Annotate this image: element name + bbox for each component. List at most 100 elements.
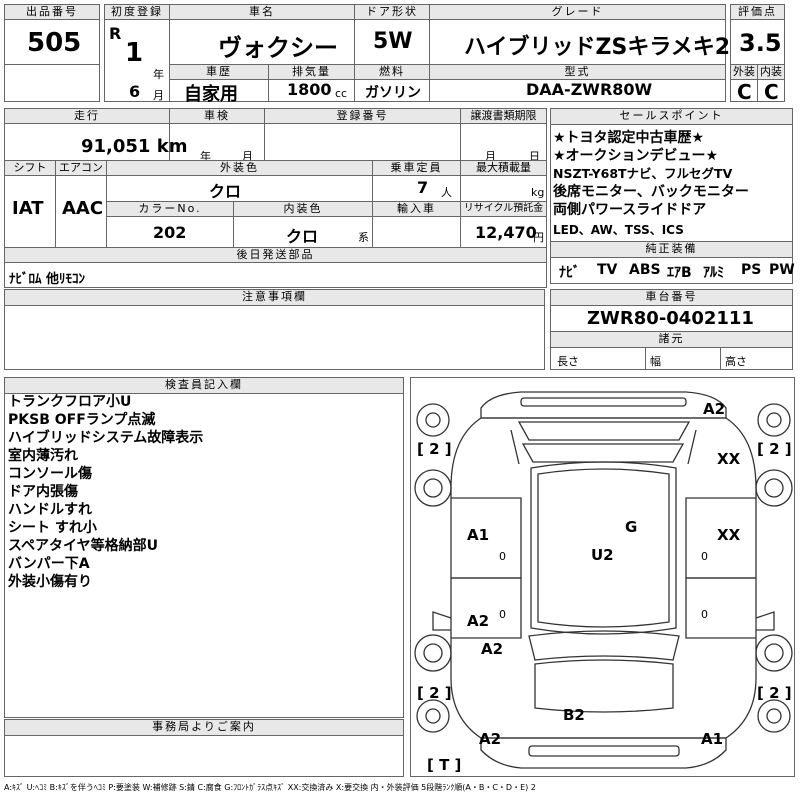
info-block: 走行 91,051 km 車検 年 月 登録番号 譲渡書類期限 月 日 シフト … bbox=[4, 108, 547, 288]
equip-item: PW bbox=[769, 262, 795, 278]
caution-box bbox=[4, 305, 545, 370]
plate-cell bbox=[264, 123, 461, 165]
rear-bumper-strip bbox=[520, 397, 687, 407]
parts-label: 後日発送部品 bbox=[4, 247, 547, 263]
load-cell: kg bbox=[460, 175, 547, 202]
color-label: 外装色 bbox=[106, 160, 373, 176]
wheel-rear-left bbox=[414, 469, 452, 507]
disp-cell: 1800 cc bbox=[268, 79, 355, 102]
rear-hatch-glass bbox=[517, 421, 691, 441]
spec-height-label: 高さ bbox=[725, 355, 747, 368]
mark-front-fender-left: A2 bbox=[481, 640, 504, 658]
office-box bbox=[4, 735, 404, 777]
inspector-line: 室内薄汚れ bbox=[8, 448, 78, 464]
zero-mark: 0 bbox=[499, 550, 506, 563]
zero-mark: 0 bbox=[701, 608, 708, 621]
colorno: 202 bbox=[153, 223, 187, 242]
wheel-rear-right bbox=[755, 469, 793, 507]
intcolor-cell: クロ 系 bbox=[233, 216, 373, 248]
inspector-line: トランクフロア小U bbox=[8, 394, 132, 410]
spec-label: 諸元 bbox=[550, 331, 793, 348]
grade-label: グレード bbox=[429, 4, 726, 20]
mileage: 91,051 km bbox=[81, 136, 188, 157]
lot-blank bbox=[4, 64, 100, 102]
tire-rear-right: [ 2 ] bbox=[757, 440, 792, 458]
tire-front-right: [ 2 ] bbox=[757, 684, 792, 702]
zero-mark: 0 bbox=[499, 608, 506, 621]
colorno-label: カラーNo. bbox=[106, 201, 234, 217]
spec-length-label: 長さ bbox=[557, 355, 579, 368]
transfer-day-unit: 日 bbox=[529, 150, 540, 163]
ac-label: エアコン bbox=[55, 160, 107, 176]
reg-year: 1 bbox=[125, 38, 144, 68]
caution-label: 注意事項欄 bbox=[4, 289, 545, 306]
ac: AAC bbox=[62, 198, 104, 219]
inspector-line: ドア内張傷 bbox=[8, 484, 78, 500]
header-block: 出品番号 505 初度登録 R 1 年 6 月 車名 ヴォクシー ドア形状 5W… bbox=[4, 4, 785, 105]
model-label: 型式 bbox=[429, 64, 726, 80]
tire-spare: [ T ] bbox=[427, 756, 462, 774]
capacity-label: 乗車定員 bbox=[372, 160, 461, 176]
door-type: 5W bbox=[373, 29, 413, 54]
recycle-cell: 12,470 円 bbox=[460, 216, 547, 248]
parts: ﾅﾋﾞﾛﾑ 他ﾘﾓｺﾝ bbox=[9, 272, 86, 287]
lot-label: 出品番号 bbox=[4, 4, 100, 20]
hood bbox=[534, 659, 674, 713]
zero-mark: 0 bbox=[701, 550, 708, 563]
shift-cell: IAT bbox=[4, 175, 56, 248]
mark-front-door-left: A2 bbox=[467, 612, 490, 630]
score-cell: 3.5 bbox=[730, 19, 785, 65]
inspector-line: ハンドルすれ bbox=[8, 502, 92, 518]
equip-item: PS bbox=[741, 262, 762, 278]
recycle: 12,470 bbox=[475, 223, 537, 242]
reg-month: 6 bbox=[129, 82, 141, 101]
mark-rear-right: A2 bbox=[703, 400, 726, 418]
grade: ハイブリッドZSキラメキ2 bbox=[464, 35, 731, 60]
import-label: 輸入車 bbox=[372, 201, 461, 217]
inspector-line: バンパー下A bbox=[8, 556, 90, 572]
door-cell: 5W bbox=[354, 19, 430, 65]
equip-item: TV bbox=[597, 262, 618, 278]
mileage-cell: 91,051 km bbox=[4, 123, 187, 165]
load-unit: kg bbox=[531, 186, 545, 199]
grade-cell: ハイブリッドZSキラメキ2 bbox=[429, 19, 730, 65]
month-unit: 月 bbox=[153, 89, 164, 102]
right-mirror bbox=[755, 611, 775, 631]
capacity-cell: 7 人 bbox=[372, 175, 461, 202]
first-reg-cell: R 1 年 6 月 bbox=[104, 19, 170, 102]
name-label: 車名 bbox=[169, 4, 355, 20]
transfer-cell: 月 日 bbox=[460, 123, 547, 165]
car-name: ヴォクシー bbox=[218, 34, 338, 62]
office-label: 事務局よりご案内 bbox=[4, 719, 404, 736]
equip-item: ABS bbox=[629, 262, 661, 278]
colorno-cell: 202 bbox=[106, 216, 234, 248]
ac-cell: AAC bbox=[55, 175, 107, 248]
inspector-line: ハイブリッドシステム故障表示 bbox=[8, 430, 204, 446]
wheel-front-left bbox=[414, 634, 452, 672]
color-cell: クロ bbox=[106, 175, 373, 202]
intcolor-unit: 系 bbox=[358, 231, 369, 244]
equip-item: ﾅﾋﾞ bbox=[559, 265, 580, 281]
sales-line: 両側パワースライドドア bbox=[553, 202, 707, 218]
wheel-front-right bbox=[755, 634, 793, 672]
intcolor-label: 内装色 bbox=[233, 201, 373, 217]
color: クロ bbox=[209, 182, 242, 201]
car-diagram bbox=[414, 391, 793, 769]
recycle-label: リサイクル預託金 bbox=[460, 201, 547, 217]
inspector-label: 検査員記入欄 bbox=[4, 377, 404, 394]
model: DAA-ZWR80W bbox=[526, 80, 653, 99]
rear-window bbox=[521, 443, 685, 463]
model-cell: DAA-ZWR80W bbox=[429, 79, 726, 102]
load-label: 最大積載量 bbox=[460, 160, 547, 176]
equip-item: ｱﾙﾐ bbox=[703, 265, 724, 281]
inspector-line: PKSB OFFランプ点滅 bbox=[8, 412, 156, 428]
equip-item: ｴｱB bbox=[667, 265, 692, 281]
sales-line: LED、AW、TSS、ICS bbox=[553, 223, 684, 237]
lot-cell: 505 bbox=[4, 19, 100, 65]
disp-unit: cc bbox=[335, 87, 348, 100]
first-reg-label: 初度登録 bbox=[104, 4, 170, 20]
ext-grade: C bbox=[737, 80, 752, 104]
mark-rear-door-left: A1 bbox=[467, 526, 490, 544]
shift: IAT bbox=[12, 198, 44, 219]
recycle-unit: 円 bbox=[533, 231, 544, 244]
